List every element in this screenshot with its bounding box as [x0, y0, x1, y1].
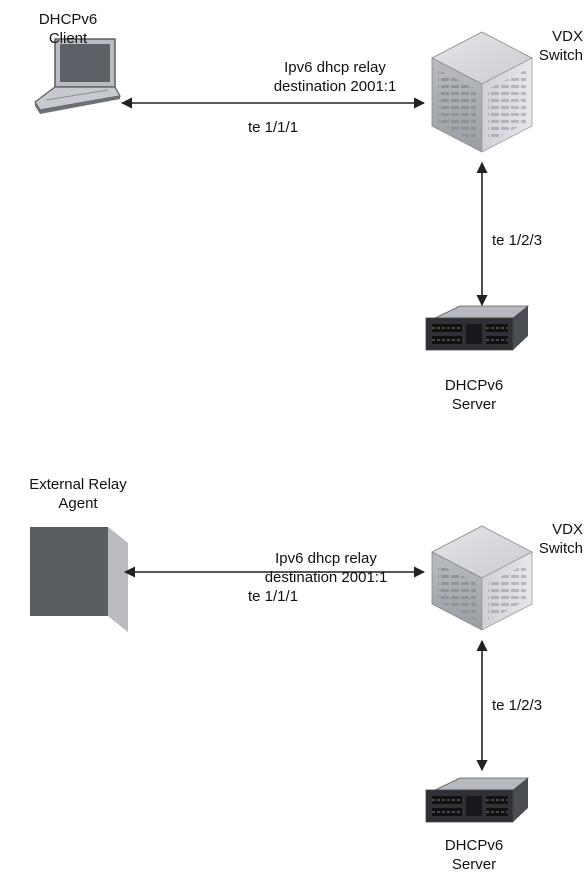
- switch-label: VDX Switch: [538, 521, 583, 557]
- server-label: DHCPv6 Server: [444, 377, 504, 413]
- vdx-switch-icon: [431, 31, 533, 153]
- link-port-label: te 1/2/3: [492, 232, 543, 249]
- relay-agent-label: External Relay Agent: [29, 476, 127, 512]
- client-label: DHCPv6 Client: [38, 11, 98, 47]
- server-label: DHCPv6 Server: [444, 837, 504, 873]
- link-port-label: te 1/1/1: [248, 119, 299, 136]
- vdx-switch-icon: [431, 525, 533, 631]
- relay-agent-box-icon: [30, 527, 128, 632]
- laptop-icon: [34, 38, 121, 114]
- link-port-label: te 1/2/3: [492, 697, 543, 714]
- link-port-label: te 1/1/1: [248, 588, 299, 605]
- server-icon: [425, 305, 530, 351]
- relay-destination-label: Ipv6 dhcp relay destination 2001:1: [273, 59, 397, 95]
- switch-label: VDX Switch: [538, 28, 583, 64]
- relay-destination-label: Ipv6 dhcp relay destination 2001:1: [264, 550, 388, 586]
- server-icon: [425, 777, 530, 823]
